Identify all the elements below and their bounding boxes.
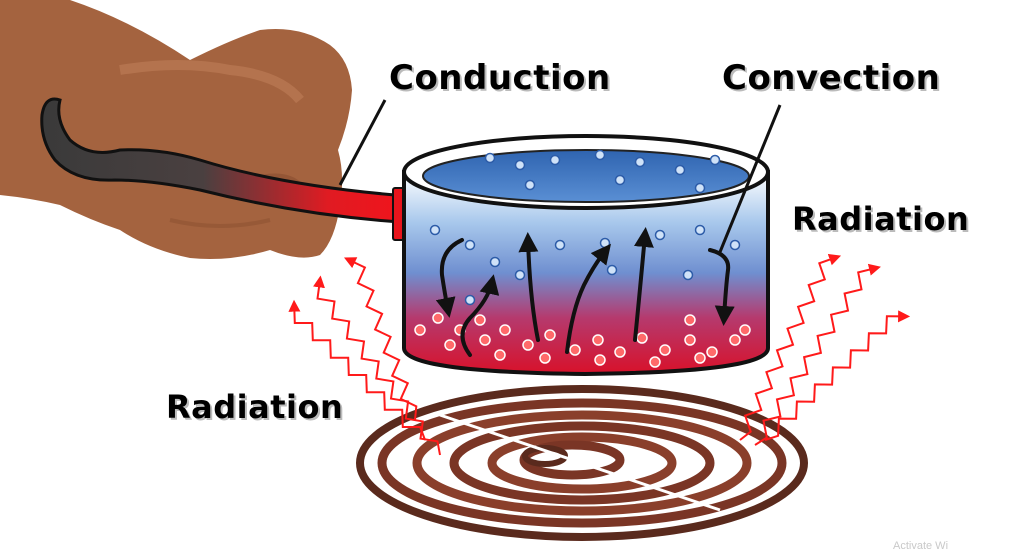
radiation-waves <box>288 253 911 456</box>
hot-bubble <box>649 356 661 368</box>
bubbles <box>414 149 751 368</box>
cool-bubble <box>524 179 536 191</box>
hot-bubble <box>614 346 626 358</box>
cool-bubble <box>554 239 566 251</box>
hot-bubble <box>684 314 696 326</box>
hot-bubble <box>494 349 506 361</box>
hot-bubble <box>706 346 718 358</box>
cool-bubble <box>514 159 526 171</box>
conduction-label: Conduction <box>389 58 611 98</box>
cool-bubble <box>729 239 741 251</box>
cool-bubble <box>606 264 618 276</box>
radiation-wave <box>343 257 418 421</box>
hot-bubble <box>479 334 491 346</box>
hot-bubble <box>474 314 486 326</box>
radiation-wave <box>739 253 842 441</box>
cool-bubble <box>464 294 476 306</box>
hot-bubble <box>414 324 426 336</box>
pot <box>402 134 770 377</box>
hot-bubble <box>444 339 456 351</box>
radiation-label-left: Radiation <box>166 388 344 426</box>
convection-label: Convection <box>722 58 941 98</box>
hot-bubble <box>729 334 741 346</box>
hot-bubble <box>659 344 671 356</box>
hot-bubble <box>594 354 606 366</box>
pan-handle <box>40 97 402 224</box>
cool-bubble <box>614 174 626 186</box>
cool-bubble <box>594 149 606 161</box>
radiation-wave <box>288 299 426 441</box>
cool-bubble <box>514 269 526 281</box>
hot-bubble <box>522 339 534 351</box>
convection-arrows <box>435 227 735 357</box>
hot-bubble <box>684 334 696 346</box>
convection-pointer <box>718 104 782 253</box>
cool-bubble <box>599 237 611 249</box>
water-surface <box>422 149 750 203</box>
cool-bubble <box>429 224 441 236</box>
conduction-pointer <box>338 99 387 186</box>
watermark-text: Activate Wi <box>893 540 949 552</box>
cool-bubble <box>694 182 706 194</box>
cool-bubble <box>464 239 476 251</box>
radiation-wave <box>754 263 881 446</box>
hot-bubble <box>544 329 556 341</box>
hot-bubble <box>432 312 444 324</box>
cool-bubble <box>694 224 706 236</box>
cool-bubble <box>549 154 561 166</box>
hot-bubble <box>636 332 648 344</box>
hot-bubble <box>694 352 706 364</box>
radiation-wave <box>313 275 441 456</box>
burner-coil <box>356 385 808 541</box>
hot-bubble <box>569 344 581 356</box>
radiation-wave <box>764 310 911 441</box>
cool-bubble <box>709 154 721 166</box>
cool-bubble <box>674 164 686 176</box>
radiation-label-right: Radiation <box>792 200 970 238</box>
hot-bubble <box>739 324 751 336</box>
cool-bubble <box>654 229 666 241</box>
hot-bubble <box>539 352 551 364</box>
cool-bubble <box>489 256 501 268</box>
hot-bubble <box>499 324 511 336</box>
cool-bubble <box>682 269 694 281</box>
cool-bubble <box>634 156 646 168</box>
cool-bubble <box>484 152 496 164</box>
hot-bubble <box>592 334 604 346</box>
